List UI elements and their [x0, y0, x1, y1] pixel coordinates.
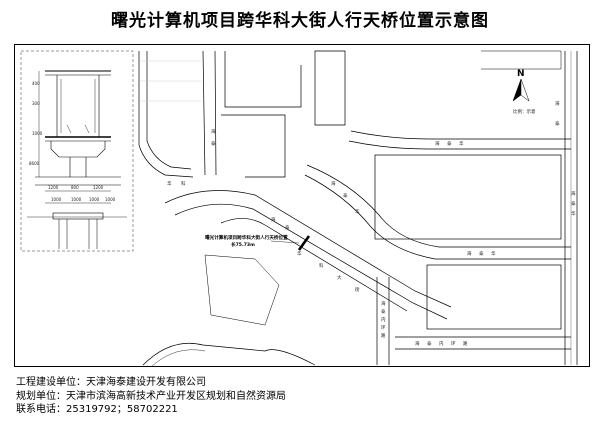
road-edge — [214, 50, 217, 176]
road-label: 海 — [555, 100, 560, 107]
scale-note: 比例：示意 — [513, 108, 536, 115]
road-label: 泰 — [447, 140, 452, 147]
north-letter: N — [517, 69, 525, 79]
road-label: 海 — [415, 340, 420, 347]
road-label: 科 — [181, 180, 186, 187]
parcel-edge — [481, 50, 562, 70]
road-label: 泰 — [427, 340, 432, 347]
road-label: 海 — [271, 216, 276, 223]
section-dim-label: 1000 — [32, 131, 43, 136]
parcel-edge — [221, 114, 286, 178]
road-label: 华 — [355, 208, 360, 215]
road-label: 华 — [459, 140, 464, 147]
road-label: 内 — [439, 340, 444, 347]
parcel-edge — [142, 342, 316, 366]
builder-label: 工程建设单位： — [16, 377, 86, 388]
map-frame: 1200 800 1200 1000 1000 1000 1000 400 30… — [14, 44, 590, 368]
section-dim-label: 800 — [71, 185, 79, 190]
road-label: 泰 — [555, 120, 560, 127]
road-label: 海 — [211, 128, 216, 135]
road-label: 泰 — [285, 224, 290, 231]
road-label: 环 — [381, 325, 386, 331]
contact-row: 联系电话：25319792；58702221 — [16, 403, 286, 417]
north-arrow: N 比例：示意 — [512, 69, 536, 115]
north-arrow-icon-half — [520, 78, 530, 102]
builder-value: 天津海泰建设开发有限公司 — [86, 377, 206, 388]
road-label: 海 — [571, 190, 576, 197]
section-dim-label: 1200 — [48, 185, 59, 190]
road-label: 泰 — [479, 250, 484, 257]
section-dim-label: 1000 — [51, 197, 62, 202]
section-dim-label: 1200 — [93, 185, 104, 190]
parcel — [374, 154, 562, 240]
road-label: 路 — [381, 332, 386, 339]
grid-line — [139, 60, 201, 102]
road-edge — [164, 190, 452, 308]
road-label: 海 — [331, 180, 336, 187]
road-label: 环 — [451, 341, 456, 347]
map-linework — [138, 50, 578, 368]
road-label: 大 — [337, 274, 342, 281]
road-label: 路 — [463, 340, 468, 347]
road-label: 海 — [381, 300, 386, 307]
section-dim-label: 1000 — [89, 197, 100, 202]
road-label: 泰 — [381, 308, 386, 315]
road-edge — [304, 174, 571, 260]
road-label: 华 — [571, 210, 576, 217]
callout-line1: 曙光计算机项目跨华科大街人行天桥位置 — [205, 234, 288, 241]
parcel — [426, 264, 562, 330]
parcel-edge — [138, 51, 194, 178]
planner-value: 天津市滨海高新技术产业开发区规划和自然资源局 — [66, 390, 286, 402]
road-edge — [220, 218, 408, 312]
road-label: 华 — [297, 250, 302, 257]
section-dim-label: 400 — [32, 81, 40, 86]
planner-label: 规划单位： — [16, 390, 66, 402]
section-dim-label: 1000 — [105, 197, 116, 202]
section-dimension-labels: 1200 800 1200 1000 1000 1000 1000 400 30… — [29, 81, 116, 202]
road-label: 泰 — [343, 192, 348, 199]
road-label: 海 — [467, 250, 472, 257]
contact-value: 25319792；58702221 — [66, 404, 178, 415]
road-label: 街 — [355, 286, 360, 293]
road-edge — [174, 203, 448, 320]
parcel-edge — [224, 51, 302, 108]
parcel — [204, 254, 280, 326]
footer: 工程建设单位：天津海泰建设开发有限公司 规划单位：天津市滨海高新技术产业开发区规… — [16, 376, 286, 417]
callout-leader — [270, 240, 300, 244]
road-edge — [348, 140, 571, 150]
section-dim-label: 8600 — [29, 161, 40, 166]
road-edge — [306, 164, 571, 248]
road-label: 科 — [319, 262, 324, 269]
north-arrow-icon — [512, 78, 522, 102]
road-label: 内 — [381, 316, 386, 323]
road-label: 泰 — [571, 200, 576, 207]
section-detail-border — [20, 50, 134, 252]
page-title: 曙光计算机项目跨华科大街人行天桥位置示意图 — [111, 11, 489, 31]
road-labels: 海 泰 华 科 海 泰 华 科 大 街 海 泰 华 海 泰 海 泰 华 海 泰 — [167, 100, 576, 347]
road-edge — [350, 130, 571, 140]
pedestrian-bridge-marker — [297, 235, 311, 251]
road-label: 海 — [435, 140, 440, 147]
map-drawing: 1200 800 1200 1000 1000 1000 1000 400 30… — [20, 50, 578, 368]
section-detail — [20, 50, 134, 252]
parcel — [314, 50, 346, 126]
parcel-edge — [146, 51, 192, 170]
builder-row: 工程建设单位：天津海泰建设开发有限公司 — [16, 376, 286, 390]
road-label: 华 — [167, 180, 172, 187]
callout-line2: 长75.73m — [231, 241, 255, 248]
road-label: 华 — [491, 250, 496, 257]
road-label: 泰 — [211, 140, 216, 147]
section-dim-label: 300 — [32, 101, 40, 106]
contact-label: 联系电话： — [16, 404, 66, 415]
section-dim-label: 1000 — [71, 197, 82, 202]
planner-row: 规划单位：天津市滨海高新技术产业开发区规划和自然资源局 — [16, 390, 286, 404]
road-edge — [202, 50, 206, 176]
bridge-callout: 曙光计算机项目跨华科大街人行天桥位置 长75.73m — [205, 234, 300, 248]
parcel-edge — [150, 349, 206, 368]
